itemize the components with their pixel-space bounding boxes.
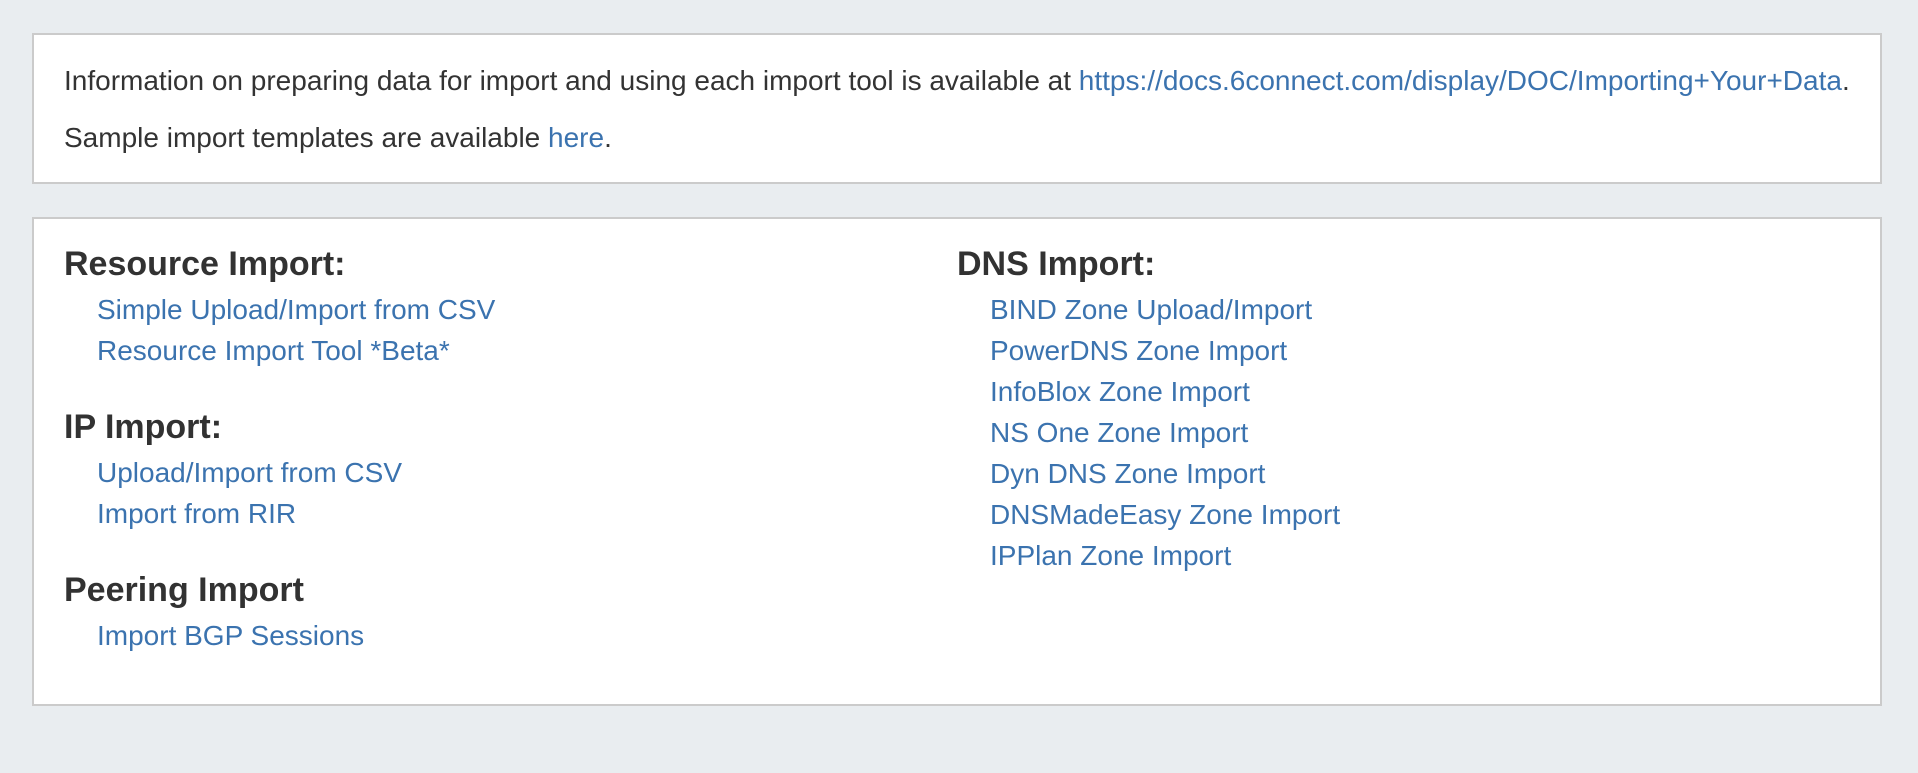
resource-import-link-list: Simple Upload/Import from CSV Resource I… [64,289,957,371]
info-line-2-text: Sample import templates are available [64,122,549,153]
section-dns-import: DNS Import: BIND Zone Upload/Import Powe… [957,244,1850,576]
dns-import-heading: DNS Import: [957,245,1156,283]
list-item: IPPlan Zone Import [990,535,1850,576]
ip-import-link-list: Upload/Import from CSV Import from RIR [64,452,957,534]
list-item: Simple Upload/Import from CSV [97,289,957,330]
import-from-rir-link[interactable]: Import from RIR [97,498,297,529]
peering-import-heading: Peering Import [64,571,304,609]
dns-import-link-list: BIND Zone Upload/Import PowerDNS Zone Im… [957,289,1850,576]
list-item: InfoBlox Zone Import [990,371,1850,412]
list-item: NS One Zone Import [990,412,1850,453]
ip-import-heading: IP Import: [64,408,223,446]
list-item: BIND Zone Upload/Import [990,289,1850,330]
import-tools-panel: Resource Import: Simple Upload/Import fr… [32,217,1882,706]
info-line-2-period: . [604,122,612,153]
ns-one-zone-import-link[interactable]: NS One Zone Import [990,417,1249,448]
info-panel: Information on preparing data for import… [32,33,1882,184]
sample-templates-here-link[interactable]: here [548,122,605,153]
list-item: Dyn DNS Zone Import [990,453,1850,494]
info-line-2: Sample import templates are available he… [64,118,1850,158]
import-bgp-sessions-link[interactable]: Import BGP Sessions [97,620,365,651]
import-right-column: DNS Import: BIND Zone Upload/Import Powe… [957,244,1850,674]
list-item: Import from RIR [97,493,957,534]
dnsmadeeasy-zone-import-link[interactable]: DNSMadeEasy Zone Import [990,499,1341,530]
powerdns-zone-import-link[interactable]: PowerDNS Zone Import [990,335,1288,366]
resource-import-heading: Resource Import: [64,245,346,283]
list-item: DNSMadeEasy Zone Import [990,494,1850,535]
docs-url-link[interactable]: https://docs.6connect.com/display/DOC/Im… [1078,65,1842,96]
section-ip-import: IP Import: Upload/Import from CSV Import… [64,407,957,534]
ip-upload-import-csv-link[interactable]: Upload/Import from CSV [97,457,402,488]
list-item: Resource Import Tool *Beta* [97,330,957,371]
info-line-1-period: . [1841,65,1850,96]
dyn-dns-zone-import-link[interactable]: Dyn DNS Zone Import [990,458,1266,489]
infoblox-zone-import-link[interactable]: InfoBlox Zone Import [990,376,1250,407]
resource-import-tool-beta-link[interactable]: Resource Import Tool *Beta* [97,335,450,366]
list-item: Upload/Import from CSV [97,452,957,493]
section-resource-import: Resource Import: Simple Upload/Import fr… [64,244,957,371]
section-peering-import: Peering Import Import BGP Sessions [64,570,957,656]
import-left-column: Resource Import: Simple Upload/Import fr… [64,244,957,674]
list-item: Import BGP Sessions [97,615,957,656]
ipplan-zone-import-link[interactable]: IPPlan Zone Import [990,540,1232,571]
list-item: PowerDNS Zone Import [990,330,1850,371]
info-line-1-text: Information on preparing data for import… [64,65,1079,96]
info-line-1: Information on preparing data for import… [64,61,1850,101]
peering-import-link-list: Import BGP Sessions [64,615,957,656]
simple-upload-import-csv-link[interactable]: Simple Upload/Import from CSV [97,294,496,325]
bind-zone-upload-import-link[interactable]: BIND Zone Upload/Import [990,294,1313,325]
